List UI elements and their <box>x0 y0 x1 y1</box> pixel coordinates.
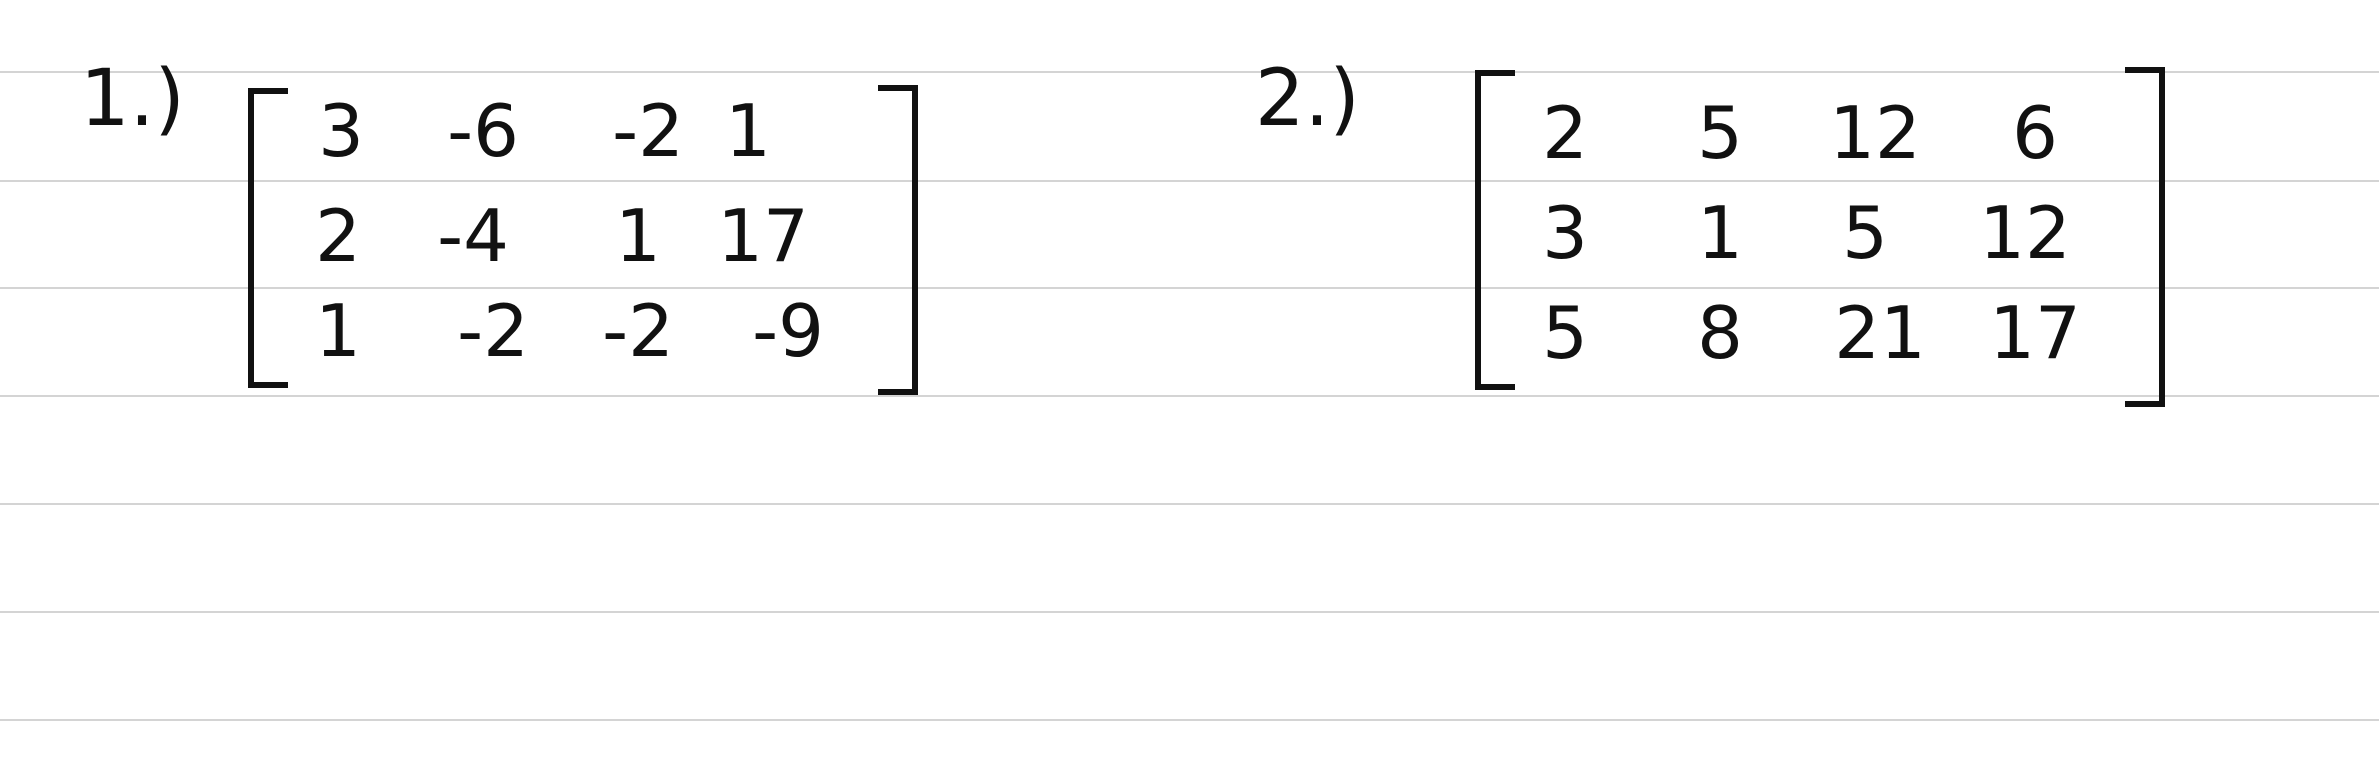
matrix-cell: 5 <box>1842 191 1888 275</box>
matrix-cell: -2 <box>602 289 674 373</box>
right-bracket <box>878 85 918 395</box>
matrix-cell: 17 <box>717 194 809 278</box>
ruled-line <box>0 180 2379 182</box>
matrix-cell: 1 <box>615 194 661 278</box>
ruled-line <box>0 395 2379 397</box>
matrix-cell: -2 <box>457 289 529 373</box>
right-bracket <box>2125 67 2165 407</box>
matrix-cell: -4 <box>437 194 509 278</box>
matrix-cell: 8 <box>1697 291 1743 375</box>
ruled-line <box>0 611 2379 613</box>
matrix-cell: 1 <box>725 89 771 173</box>
problem-2-matrix: 2 5 12 6 3 1 5 12 5 8 21 17 <box>1475 62 2185 412</box>
left-bracket <box>1475 70 1515 390</box>
matrix-cell: 17 <box>1989 291 2081 375</box>
problem-2-label: 2.) <box>1255 54 1360 144</box>
matrix-cell: 12 <box>1979 191 2071 275</box>
matrix-cell: 5 <box>1697 91 1743 175</box>
ruled-line <box>0 503 2379 505</box>
matrix-cell: 21 <box>1834 291 1926 375</box>
problem-1-label: 1.) <box>80 54 185 144</box>
ruled-line <box>0 719 2379 721</box>
matrix-cell: 2 <box>315 194 361 278</box>
matrix-cell: -6 <box>447 89 519 173</box>
matrix-cell: 3 <box>318 89 364 173</box>
matrix-cell: 3 <box>1542 191 1588 275</box>
matrix-cell: 5 <box>1542 291 1588 375</box>
ruled-line <box>0 287 2379 289</box>
matrix-cell: 2 <box>1542 91 1588 175</box>
matrix-cell: -2 <box>612 89 684 173</box>
left-bracket <box>248 88 288 388</box>
matrix-cell: 6 <box>2012 91 2058 175</box>
ruled-line <box>0 71 2379 73</box>
matrix-cell: 1 <box>1697 191 1743 275</box>
matrix-cell: 12 <box>1829 91 1921 175</box>
matrix-cell: 1 <box>315 289 361 373</box>
matrix-cell: -9 <box>752 289 824 373</box>
problem-1-matrix: 3 -6 -2 1 2 -4 1 17 1 -2 -2 -9 <box>248 70 920 400</box>
